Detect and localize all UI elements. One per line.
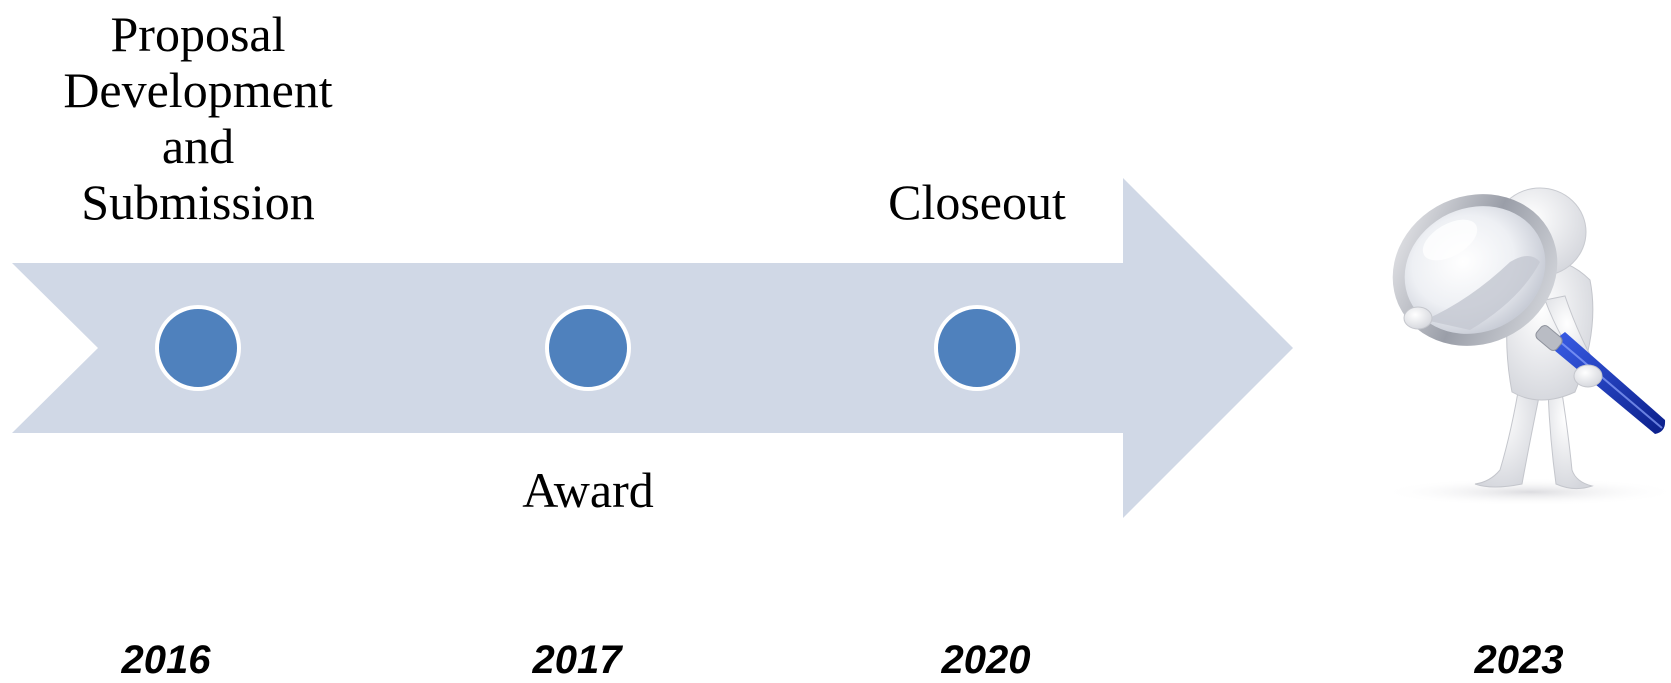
milestone-dots [155, 305, 1020, 391]
milestone-dot [155, 305, 241, 391]
milestone-label-line: Award [522, 462, 654, 518]
figure-with-magnifying-glass-icon [1380, 187, 1671, 506]
milestone-dot [545, 305, 631, 391]
milestone-label-line: Closeout [888, 174, 1066, 230]
milestone-label-line: Development [63, 62, 333, 118]
milestone-label-award: Award [522, 462, 653, 518]
milestone-label-closeout: Closeout [888, 174, 1066, 230]
year-label-2023: 2023 [1474, 638, 1564, 682]
milestone-label-line: Proposal [110, 6, 286, 62]
milestone-label-line: and [161, 118, 235, 174]
timeline-arrow [12, 178, 1293, 518]
milestone-dot [934, 305, 1020, 391]
year-label-2016: 2016 [121, 638, 211, 682]
milestone-label-line: Submission [81, 174, 315, 230]
milestone-label-proposal: Proposal Development and Submission [63, 6, 332, 230]
year-label-2017: 2017 [532, 638, 622, 682]
year-label-2020: 2020 [941, 638, 1031, 682]
